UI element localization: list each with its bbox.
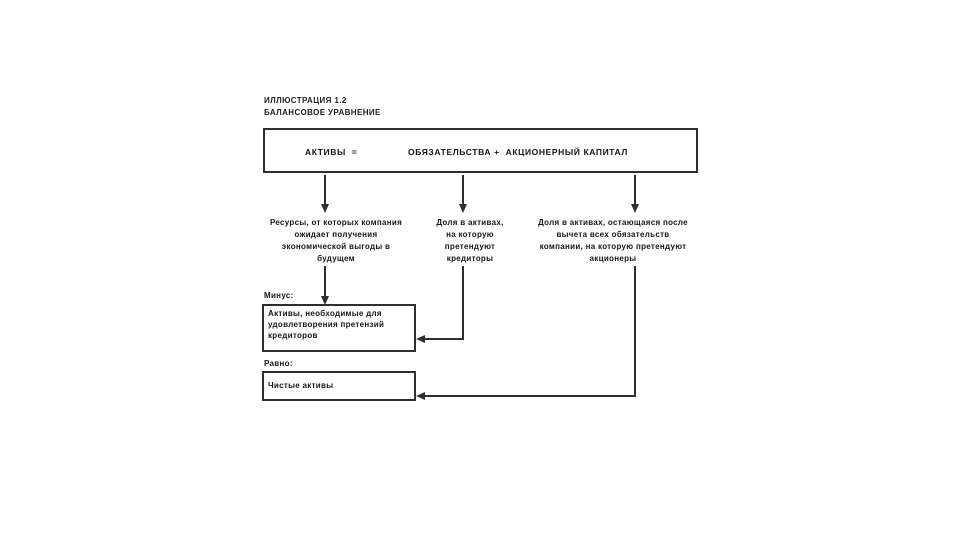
assets-to-minus-line xyxy=(324,266,326,297)
net-assets-box: Чистые активы xyxy=(262,371,416,401)
diagram-title: ИЛЛЮСТРАЦИЯ 1.2 БАЛАНСОВОЕ УРАВНЕНИЕ xyxy=(264,95,381,119)
equity-arrow-down-icon xyxy=(631,204,639,213)
liabilities-to-minus-vline xyxy=(462,266,464,340)
minus-box: Активы, необходимые для удовлетворения п… xyxy=(262,304,416,352)
equity-to-equals-vline xyxy=(634,266,636,397)
assets-arrow-down-icon xyxy=(321,204,329,213)
liabilities-to-minus-hline xyxy=(425,338,463,340)
assets-definition: Ресурсы, от которых компания ожидает пол… xyxy=(269,218,403,263)
equity-arrow-line xyxy=(634,175,636,205)
liabilities-definition: Доля в активах, на которую претендуют кр… xyxy=(436,218,504,263)
equity-to-equals-hline xyxy=(425,395,635,397)
liabilities-arrow-line xyxy=(462,175,464,205)
assets-to-minus-arrow-icon xyxy=(321,296,329,305)
equity-definition: Доля в активах, остающаяся после вычета … xyxy=(538,218,688,263)
balance-equation-box: АКТИВЫ = ОБЯЗАТЕЛЬСТВА + АКЦИОНЕРНЫЙ КАП… xyxy=(263,128,698,173)
liabilities-to-minus-arrow-icon xyxy=(416,335,425,343)
liabilities-arrow-down-icon xyxy=(459,204,467,213)
equals-label: Равно: xyxy=(264,359,293,368)
diagram-title-line1: ИЛЛЮСТРАЦИЯ 1.2 xyxy=(264,96,347,105)
minus-label: Минус: xyxy=(264,291,294,300)
equation-liabilities-equity-term: ОБЯЗАТЕЛЬСТВА + АКЦИОНЕРНЫЙ КАПИТАЛ xyxy=(408,146,628,157)
diagram-title-line2: БАЛАНСОВОЕ УРАВНЕНИЕ xyxy=(264,108,381,117)
equation-assets-term: АКТИВЫ = xyxy=(305,146,358,157)
equity-to-equals-arrow-icon xyxy=(416,392,425,400)
assets-arrow-line xyxy=(324,175,326,205)
